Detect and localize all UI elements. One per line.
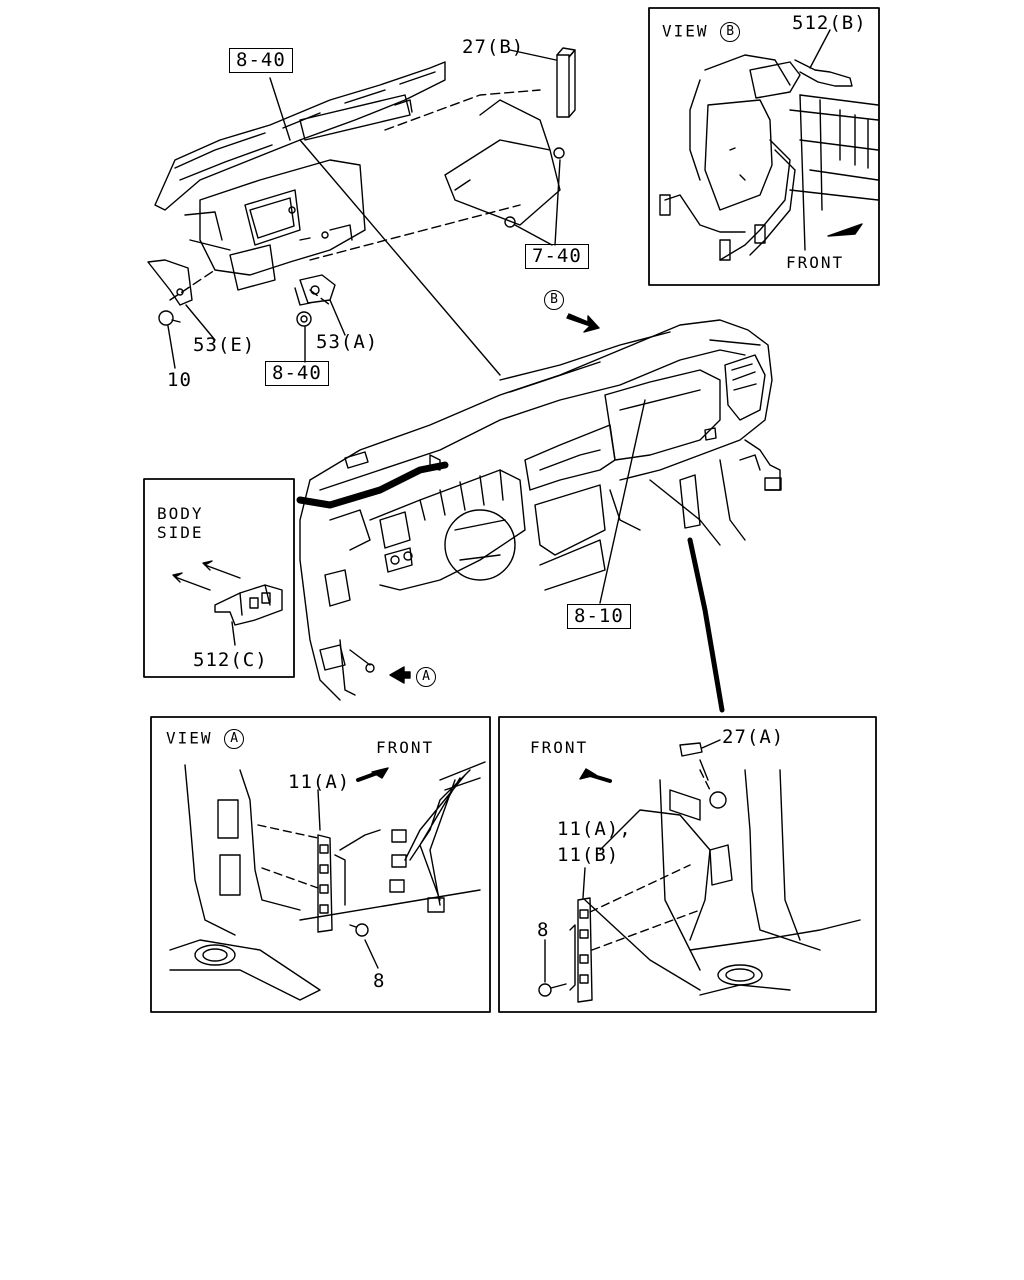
mounting-guide-lines — [169, 89, 541, 306]
ref-box-7-40: 7-40 — [525, 244, 589, 269]
part-label-53a: 53(A) — [316, 331, 379, 353]
part-label-512c: 512(C) — [193, 649, 268, 671]
part-label-11ab-line1: 11(A), — [557, 818, 632, 840]
nut-53a — [296, 311, 312, 327]
part-label-11a: 11(A) — [288, 771, 351, 793]
view-a-front-label: FRONT — [376, 738, 435, 757]
view-b-word: VIEW — [662, 21, 709, 41]
view-a-frame — [150, 716, 491, 1013]
part-label-10: 10 — [167, 369, 192, 391]
bracket-53a — [294, 274, 336, 306]
view-marker-b: B — [544, 290, 564, 310]
view-marker-a: A — [416, 667, 436, 687]
view-a-drawing — [169, 761, 486, 1001]
view-a-word: VIEW — [166, 728, 213, 748]
body-side-line1: BODY — [157, 504, 204, 523]
body-side-frame — [143, 478, 295, 678]
ref-box-8-10: 8-10 — [567, 604, 631, 629]
leader-8-10 — [599, 399, 646, 604]
part-label-53e: 53(E) — [193, 334, 256, 356]
part-label-27a: 27(A) — [722, 726, 785, 748]
instrument-panel — [296, 319, 782, 713]
duct-cover — [444, 47, 576, 228]
ref-box-8-40-top: 8-40 — [229, 48, 293, 73]
view-marker-b-letter: B — [544, 290, 564, 310]
view-b-front-label: FRONT — [786, 253, 845, 272]
bottom-right-front-label: FRONT — [530, 738, 589, 757]
view-b-letter: B — [720, 22, 741, 42]
part-label-27b: 27(B) — [462, 36, 525, 58]
part-label-11ab-line2: 11(B) — [557, 844, 620, 866]
ref-box-8-40-bottom: 8-40 — [265, 361, 329, 386]
bracket-512c — [172, 560, 283, 646]
bottom-right-part-label-8: 8 — [537, 919, 550, 941]
view-b-frame — [648, 7, 880, 286]
view-a-letter: A — [224, 729, 245, 749]
view-marker-a-letter: A — [416, 667, 436, 687]
body-side-line2: SIDE — [157, 523, 204, 542]
view-b-title: VIEW B — [662, 21, 741, 42]
bottom-right-frame — [498, 716, 877, 1013]
bracket-53e — [147, 259, 193, 306]
view-a-part-label-8: 8 — [373, 970, 386, 992]
bottom-right-drawing — [538, 739, 861, 1003]
view-b-drawing — [659, 29, 879, 261]
view-a-title: VIEW A — [166, 728, 245, 749]
leader-lines-top — [167, 49, 561, 376]
heater-duct-assembly — [154, 61, 446, 291]
view-arrows — [389, 313, 600, 684]
part-label-512b: 512(B) — [792, 12, 867, 34]
bolt-10 — [158, 310, 181, 326]
